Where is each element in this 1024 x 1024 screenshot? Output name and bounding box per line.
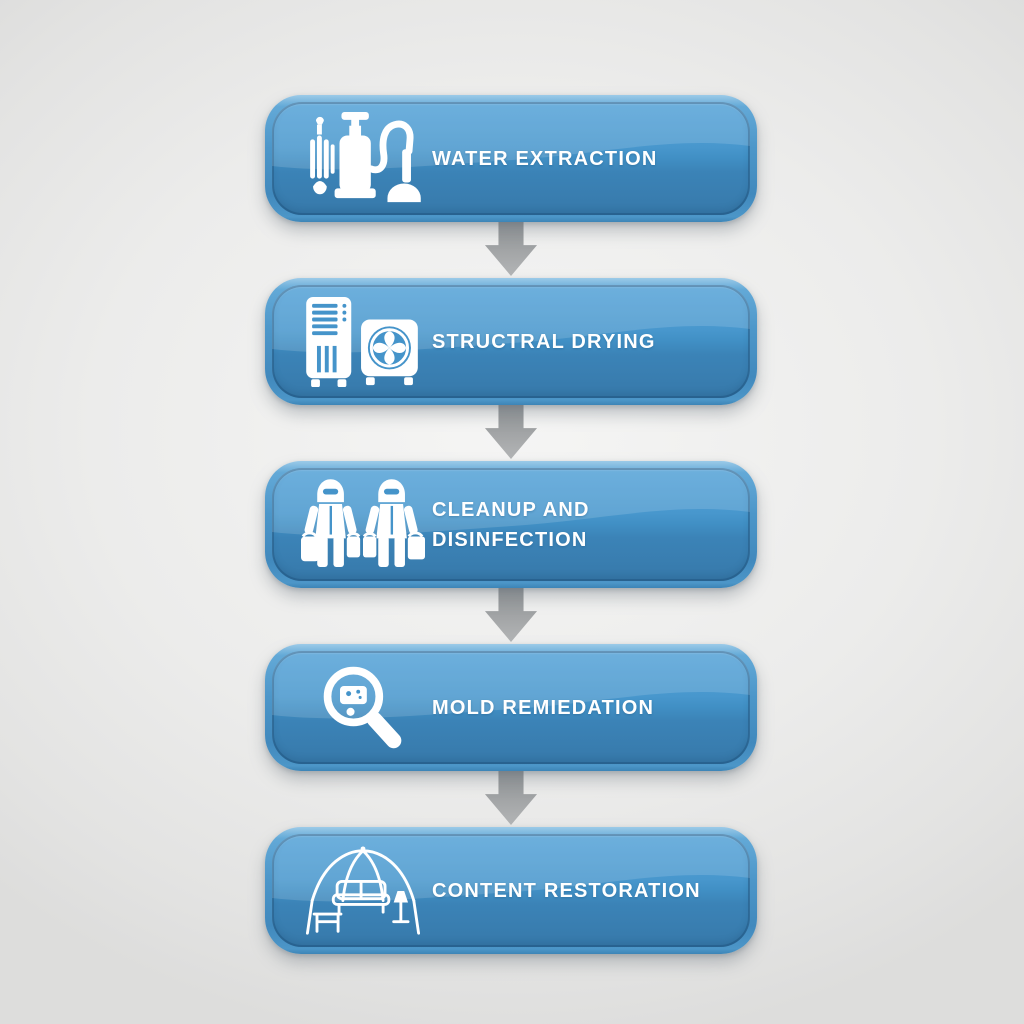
flow-step-button-content-restoration[interactable]: CONTENT RESTORATION — [265, 827, 757, 954]
flow-step-label-line: MOLD REMIEDATION — [432, 696, 655, 719]
flow-step-button-mold-remediation[interactable]: MOLD REMIEDATION — [265, 644, 757, 771]
flow-step-button-water-extraction[interactable]: WATER EXTRACTION — [265, 95, 757, 222]
flow-connector — [265, 771, 757, 827]
flow-step-label: WATER EXTRACTION — [432, 144, 658, 174]
flow-step-label-line: CONTENT RESTORATION — [432, 879, 701, 902]
flow-step-label-line: STRUCTRAL DRYING — [432, 330, 656, 353]
flow-step-label-line: WATER EXTRACTION — [432, 147, 658, 170]
down-arrow-icon — [484, 405, 538, 459]
flow-connector — [265, 588, 757, 644]
water-extraction-pump-vacuum-icon — [310, 111, 421, 202]
dehumidifier-air-mover-icon — [306, 296, 418, 387]
hazmat-workers-icon — [301, 478, 425, 567]
flow-step-label: CONTENT RESTORATION — [432, 876, 701, 906]
flow-step-label-line: DISINFECTION — [432, 528, 588, 551]
flow-step-label: CLEANUP AND DISINFECTION — [432, 495, 590, 555]
flow-step-button-cleanup-disinfection[interactable]: CLEANUP AND DISINFECTION — [265, 461, 757, 588]
flow-connector — [265, 222, 757, 278]
flow-step-label-line: CLEANUP AND — [432, 498, 590, 521]
flow-step-button-structural-drying[interactable]: STRUCTRAL DRYING — [265, 278, 757, 405]
down-arrow-icon — [484, 222, 538, 276]
flow-step-label: STRUCTRAL DRYING — [432, 327, 656, 357]
flow-step-label: MOLD REMIEDATION — [432, 693, 654, 723]
flow-connector — [265, 405, 757, 461]
furniture-tent-icon — [305, 845, 421, 935]
down-arrow-icon — [484, 771, 538, 825]
process-flow-stack: WATER EXTRACTION — [265, 95, 757, 954]
down-arrow-icon — [484, 588, 538, 642]
magnifier-mold-icon — [323, 666, 402, 748]
